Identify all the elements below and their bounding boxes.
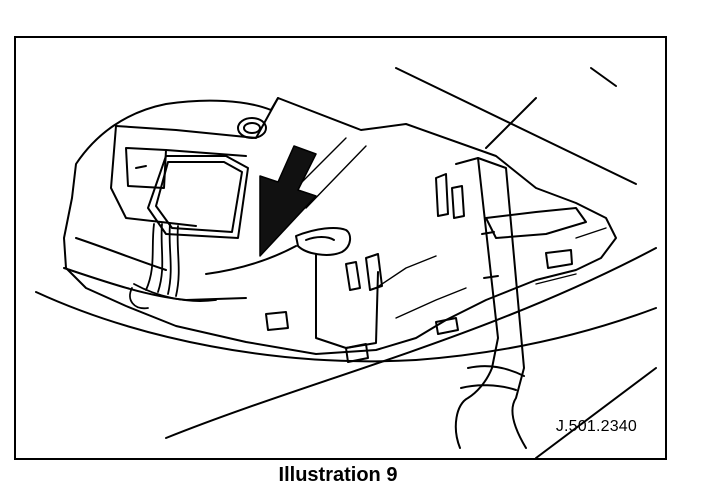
shading-lines xyxy=(285,137,607,319)
figure-caption: Illustration 9 xyxy=(278,464,398,486)
mounting-tabs xyxy=(205,173,587,363)
screw-hole-inner xyxy=(243,122,261,134)
headliner-edges xyxy=(35,247,657,458)
wiring-harness xyxy=(129,223,217,310)
reference-code: J.501.2340 xyxy=(555,418,637,435)
line-art-illustration xyxy=(35,67,657,458)
roof-lines xyxy=(395,67,637,185)
trim-tool xyxy=(454,157,527,449)
lamp-window xyxy=(147,155,249,239)
console-housing xyxy=(63,97,617,355)
down-arrow-icon xyxy=(259,145,317,257)
illustration-frame: J.501.2340 xyxy=(14,36,667,460)
screw-hole xyxy=(237,117,267,139)
